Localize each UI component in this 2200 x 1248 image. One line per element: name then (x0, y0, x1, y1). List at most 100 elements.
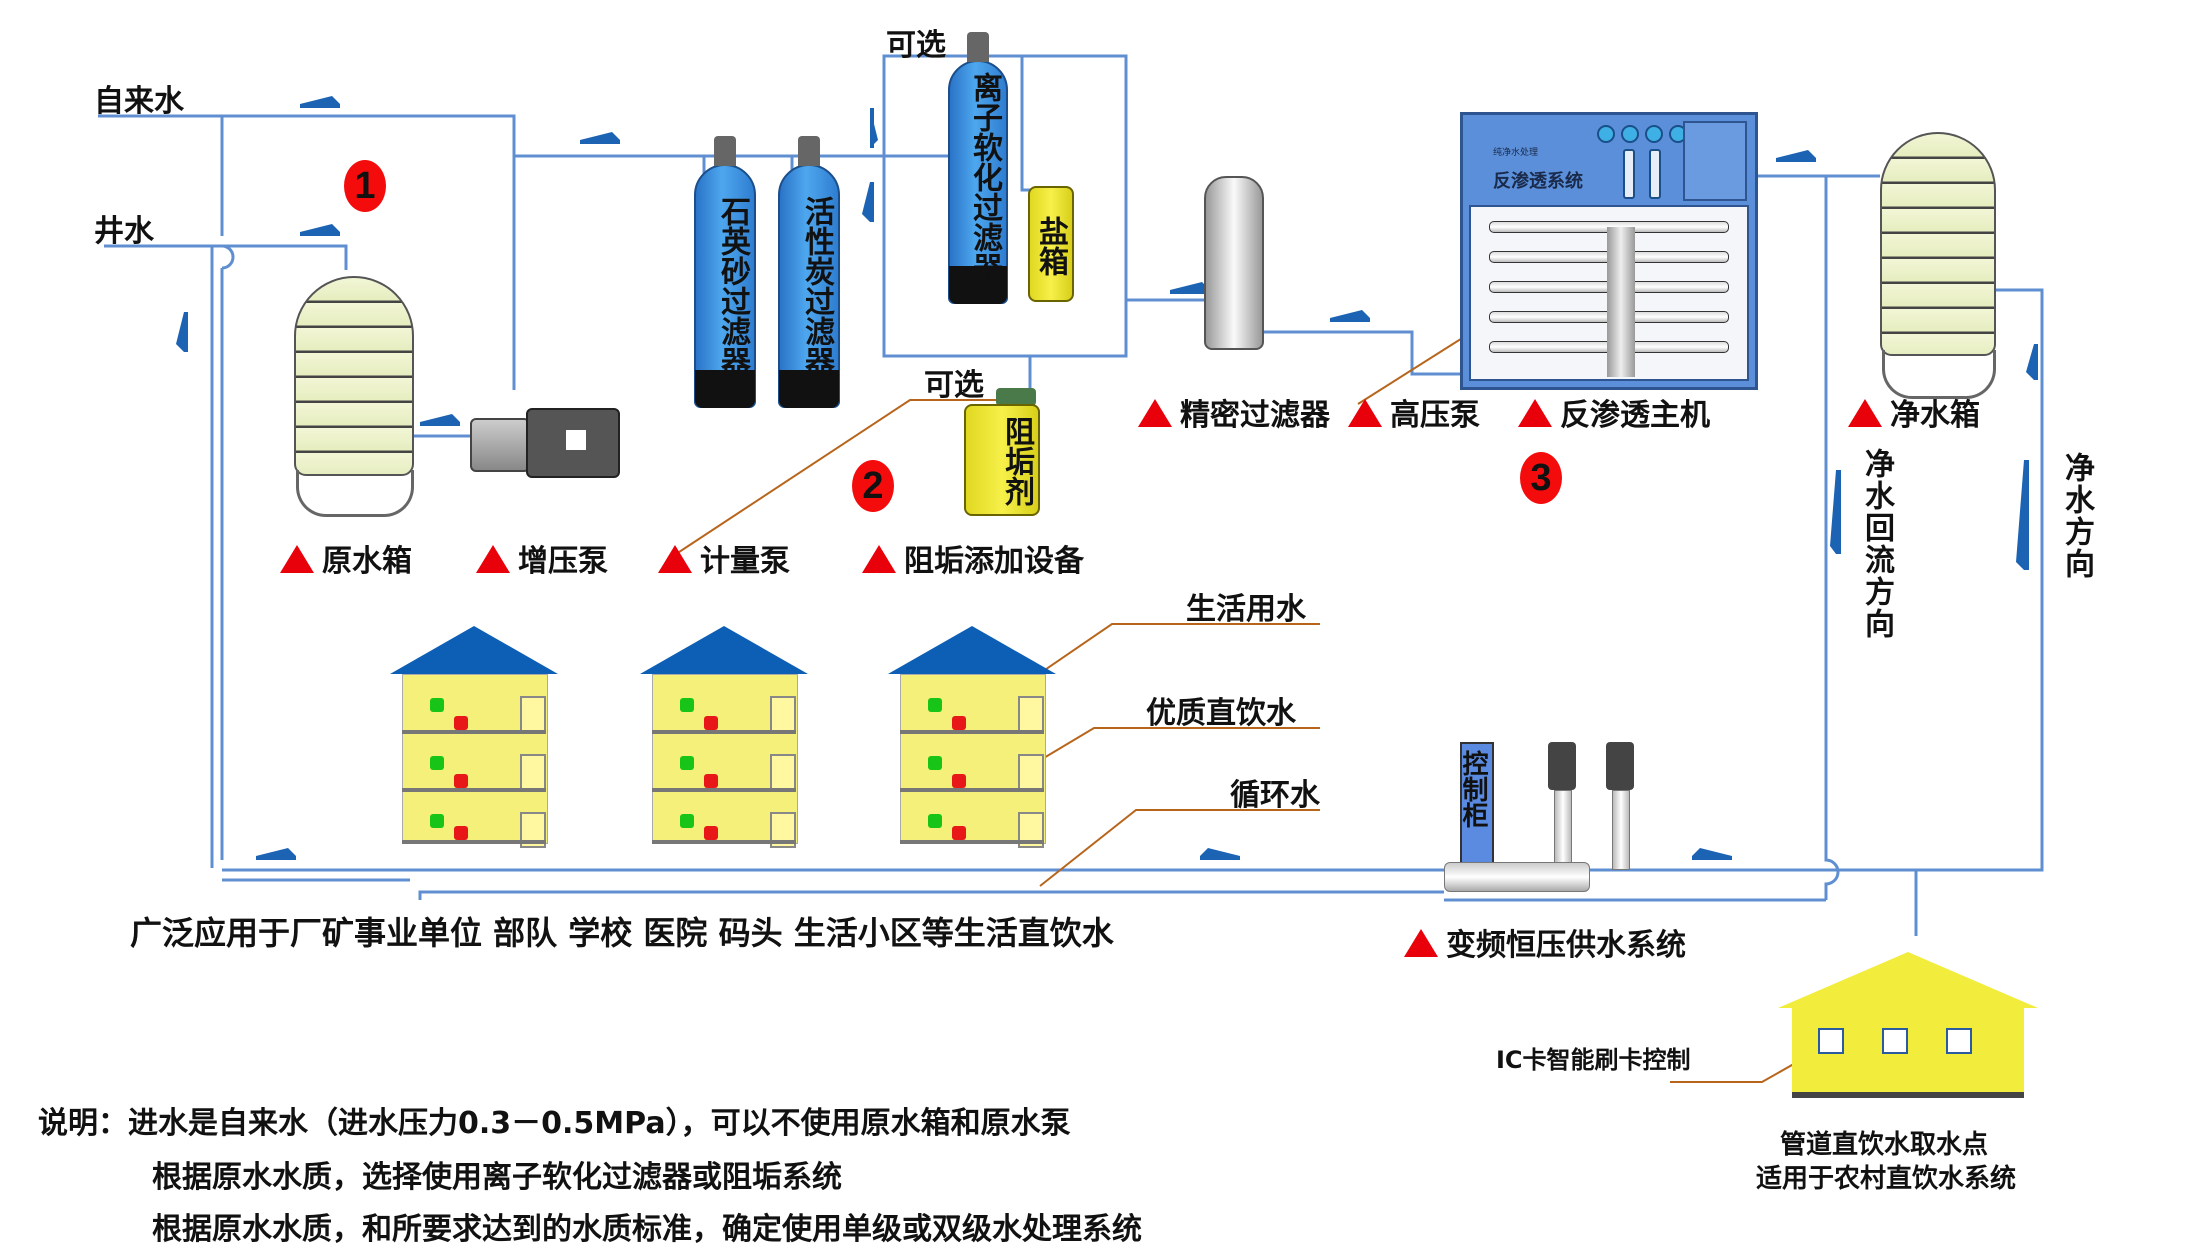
building (640, 626, 808, 856)
flowmeter-icon (1649, 149, 1661, 199)
rural-caption-line1: 管道直饮水取水点 (1780, 1130, 1989, 1160)
label-raw-water-tank: 原水箱 (280, 536, 412, 580)
ion-softener-filter: 离子软化过滤器 (948, 32, 1008, 304)
flow-arrow-icon (176, 312, 188, 352)
flow-arrow-icon (870, 108, 878, 148)
flow-arrow-icon (256, 848, 296, 860)
flow-arrow-icon (862, 182, 874, 222)
building (390, 626, 558, 856)
tap-water-label: 自来水 (94, 84, 184, 119)
drinking-tap-icon (430, 814, 444, 828)
domestic-tap-icon (454, 716, 468, 730)
triangle-marker-icon (1138, 399, 1172, 427)
triangle-marker-icon (1518, 399, 1552, 427)
triangle-marker-icon (280, 545, 314, 573)
drinking-tap-icon (928, 698, 942, 712)
dispenser-icon (1818, 1028, 1844, 1054)
pure-water-tank (1880, 132, 1996, 356)
well-water-pipe (104, 244, 348, 270)
metering-pump-head (996, 388, 1036, 406)
tap-water-pipe (98, 114, 1000, 158)
dispenser-icon (1946, 1028, 1972, 1054)
gauge-icon (1645, 125, 1663, 143)
triangle-marker-icon (658, 545, 692, 573)
control-panel (1683, 121, 1747, 201)
pure-outlet (1914, 288, 2044, 936)
softener-optional-label: 可选 (886, 28, 946, 63)
well-water-label: 井水 (94, 214, 154, 249)
flow-arrow-icon (2026, 344, 2038, 380)
label-antiscalant-dosing: 阻垢添加设备 (862, 536, 1084, 580)
flow-arrow-icon (1330, 310, 1370, 322)
drinking-tap-icon (430, 756, 444, 770)
drinking-tap-icon (680, 698, 694, 712)
vertical-pump (1548, 742, 1576, 870)
gauge-icon (1621, 125, 1639, 143)
drinking-tap-icon (680, 756, 694, 770)
marker-2: 2 (852, 460, 894, 512)
label-pure-water-tank: 净水箱 (1848, 390, 1980, 434)
ro-main-unit: 纯净水处理 反渗透系统 (1460, 112, 1758, 390)
flow-arrow-icon (300, 96, 340, 108)
control-cabinet: 控制柜 (1458, 742, 1494, 870)
domestic-tap-icon (952, 826, 966, 840)
flow-arrow-icon (2016, 460, 2029, 570)
note-line-2: 根据原水水质，选择使用离子软化过滤器或阻垢系统 (152, 1160, 842, 1195)
flow-arrow-icon (300, 224, 340, 236)
note-line-3: 根据原水水质，和所要求达到的水质标准，确定使用单级或双级水处理系统 (152, 1212, 1142, 1247)
high-pressure-pump (1607, 227, 1635, 377)
gauge-icon (1597, 125, 1615, 143)
booster-pump (470, 400, 630, 484)
drinking-tap-icon (430, 698, 444, 712)
pure-water-tank-legs (1882, 350, 1996, 399)
marker-1: 1 (344, 160, 386, 212)
domestic-tap-icon (704, 826, 718, 840)
triangle-marker-icon (1404, 929, 1438, 957)
salt-tank: 盐箱 (1028, 186, 1074, 302)
ic-card-label: IC卡智能刷卡控制 (1496, 1046, 1691, 1074)
return-flow-label: 净水回流方向 (1859, 448, 1894, 640)
flow-arrow-icon (580, 132, 620, 144)
flow-arrow-icon (1776, 150, 1816, 162)
flow-arrow-icon (420, 414, 460, 426)
building (888, 626, 1056, 856)
drinking-tap-icon (928, 814, 942, 828)
return-line (1824, 176, 1840, 900)
pump-manifold (1444, 862, 1590, 892)
dispenser-icon (1882, 1028, 1908, 1054)
label-metering-pump: 计量泵 (658, 536, 790, 580)
domestic-tap-icon (952, 774, 966, 788)
dosing-optional-label: 可选 (924, 368, 984, 403)
domestic-tap-icon (704, 774, 718, 788)
raw-water-tank-legs (296, 470, 414, 517)
precision-filter (1204, 176, 1264, 350)
vertical-pump (1606, 742, 1634, 870)
drinking-water-label: 优质直饮水 (1146, 696, 1296, 731)
label-ro-main-unit: 反渗透主机 (1518, 390, 1710, 434)
drinking-tap-icon (680, 814, 694, 828)
domestic-tap-icon (454, 774, 468, 788)
label-precision-filter: 精密过滤器 (1138, 390, 1330, 434)
domestic-water-label: 生活用水 (1186, 592, 1306, 627)
label-vfd-supply: 变频恒压供水系统 (1404, 920, 1686, 964)
softener-loop (882, 54, 1128, 358)
antiscalant-tank: 阻垢剂 (964, 404, 1040, 516)
ro-subtitle: 纯净水处理 (1493, 148, 1539, 158)
precision-to-ro (1262, 330, 1460, 376)
rural-caption-line2: 适用于农村直饮水系统 (1756, 1164, 2017, 1194)
callout-circulating (1039, 809, 1320, 887)
triangle-marker-icon (1848, 399, 1882, 427)
drinking-tap-icon (928, 756, 942, 770)
triangle-marker-icon (1348, 399, 1382, 427)
triangle-marker-icon (862, 545, 896, 573)
raw-water-tank (294, 276, 414, 476)
domestic-tap-icon (704, 716, 718, 730)
application-text: 广泛应用于厂矿事业单位 部队 学校 医院 码头 生活小区等生活直饮水 (130, 914, 1114, 952)
domestic-tap-icon (454, 826, 468, 840)
quartz-sand-filter: 石英砂过滤器 (694, 136, 756, 408)
note-line-1: 说明：进水是自来水（进水压力0.3－0.5MPa），可以不使用原水箱和原水泵 (38, 1106, 1071, 1141)
flow-arrow-icon (1830, 470, 1841, 554)
triangle-marker-icon (476, 545, 510, 573)
label-booster-pump: 增压泵 (476, 536, 608, 580)
